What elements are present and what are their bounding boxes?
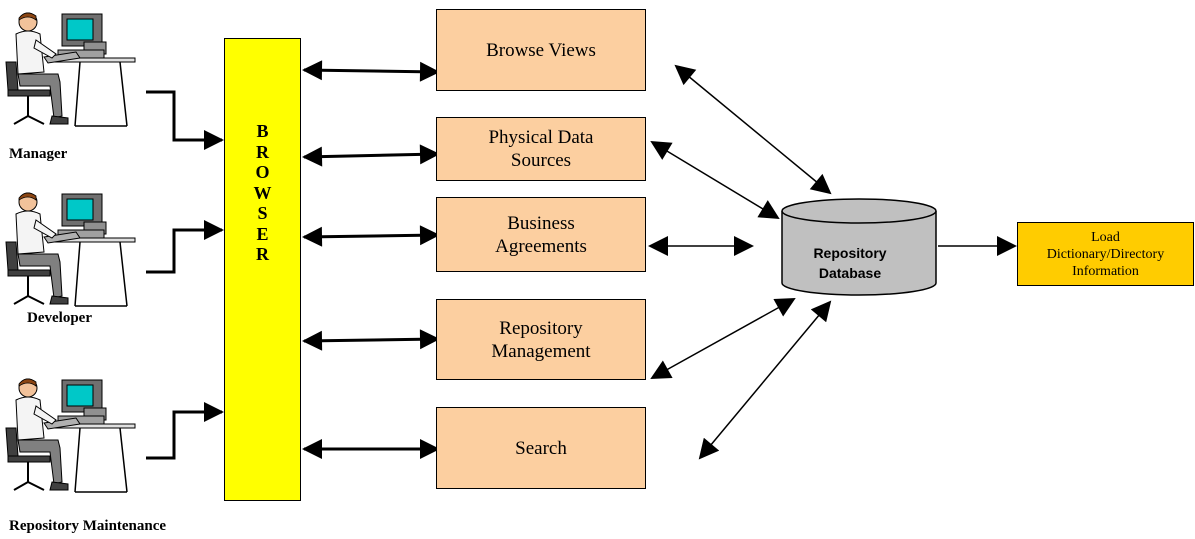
business-agreements-box: Business Agreements [436,197,646,272]
developer-to-browser-connector [146,220,224,274]
browser-letter: O [255,162,270,182]
physical-data-sources-box: Physical Data Sources [436,117,646,181]
search-label: Search [515,437,567,459]
browser-business-agreements-arrow [302,225,440,247]
browser-physical-data-arrow [302,144,440,167]
browser-letter: W [253,182,272,203]
search-box: Search [436,407,646,489]
repository-database-cylinder [781,198,937,296]
search-database-arrow [698,300,832,460]
browser-vertical-label: B R O W S E R [225,121,300,265]
load-dictionary-label: Load Dictionary/Directory Information [1046,229,1165,279]
developer-workstation-icon [5,191,136,307]
physical-data-database-arrow [650,140,780,220]
browser-bar: B R O W S E R [224,38,301,501]
business-agreements-label: Business Agreements [495,212,587,257]
developer-label: Developer [27,310,92,326]
browse-views-box: Browse Views [436,9,646,91]
repository-maintenance-label: Repository Maintenance [9,518,167,534]
maintenance-to-browser-connector [146,402,224,460]
repository-database-label: Repository Database [813,245,887,281]
browser-browse-views-arrow [302,60,440,82]
browse-views-database-arrow [674,64,832,195]
browser-repository-management-arrow [302,329,440,351]
repository-management-label: Repository Management [491,317,591,362]
repository-maintenance-workstation-icon [5,377,136,493]
manager-label: Manager [9,146,68,162]
browse-views-label: Browse Views [486,39,596,61]
load-dictionary-box: Load Dictionary/Directory Information [1017,222,1194,286]
browser-letter: E [256,223,269,244]
repository-management-box: Repository Management [436,299,646,380]
browser-letter: S [257,203,268,223]
browser-letter: R [256,141,269,162]
browser-letter: R [256,244,269,264]
repository-management-database-arrow [650,298,796,379]
physical-data-sources-label: Physical Data Sources [488,127,594,171]
manager-to-browser-connector [146,90,224,150]
manager-workstation-icon [5,12,136,127]
browser-letter: B [256,121,269,141]
